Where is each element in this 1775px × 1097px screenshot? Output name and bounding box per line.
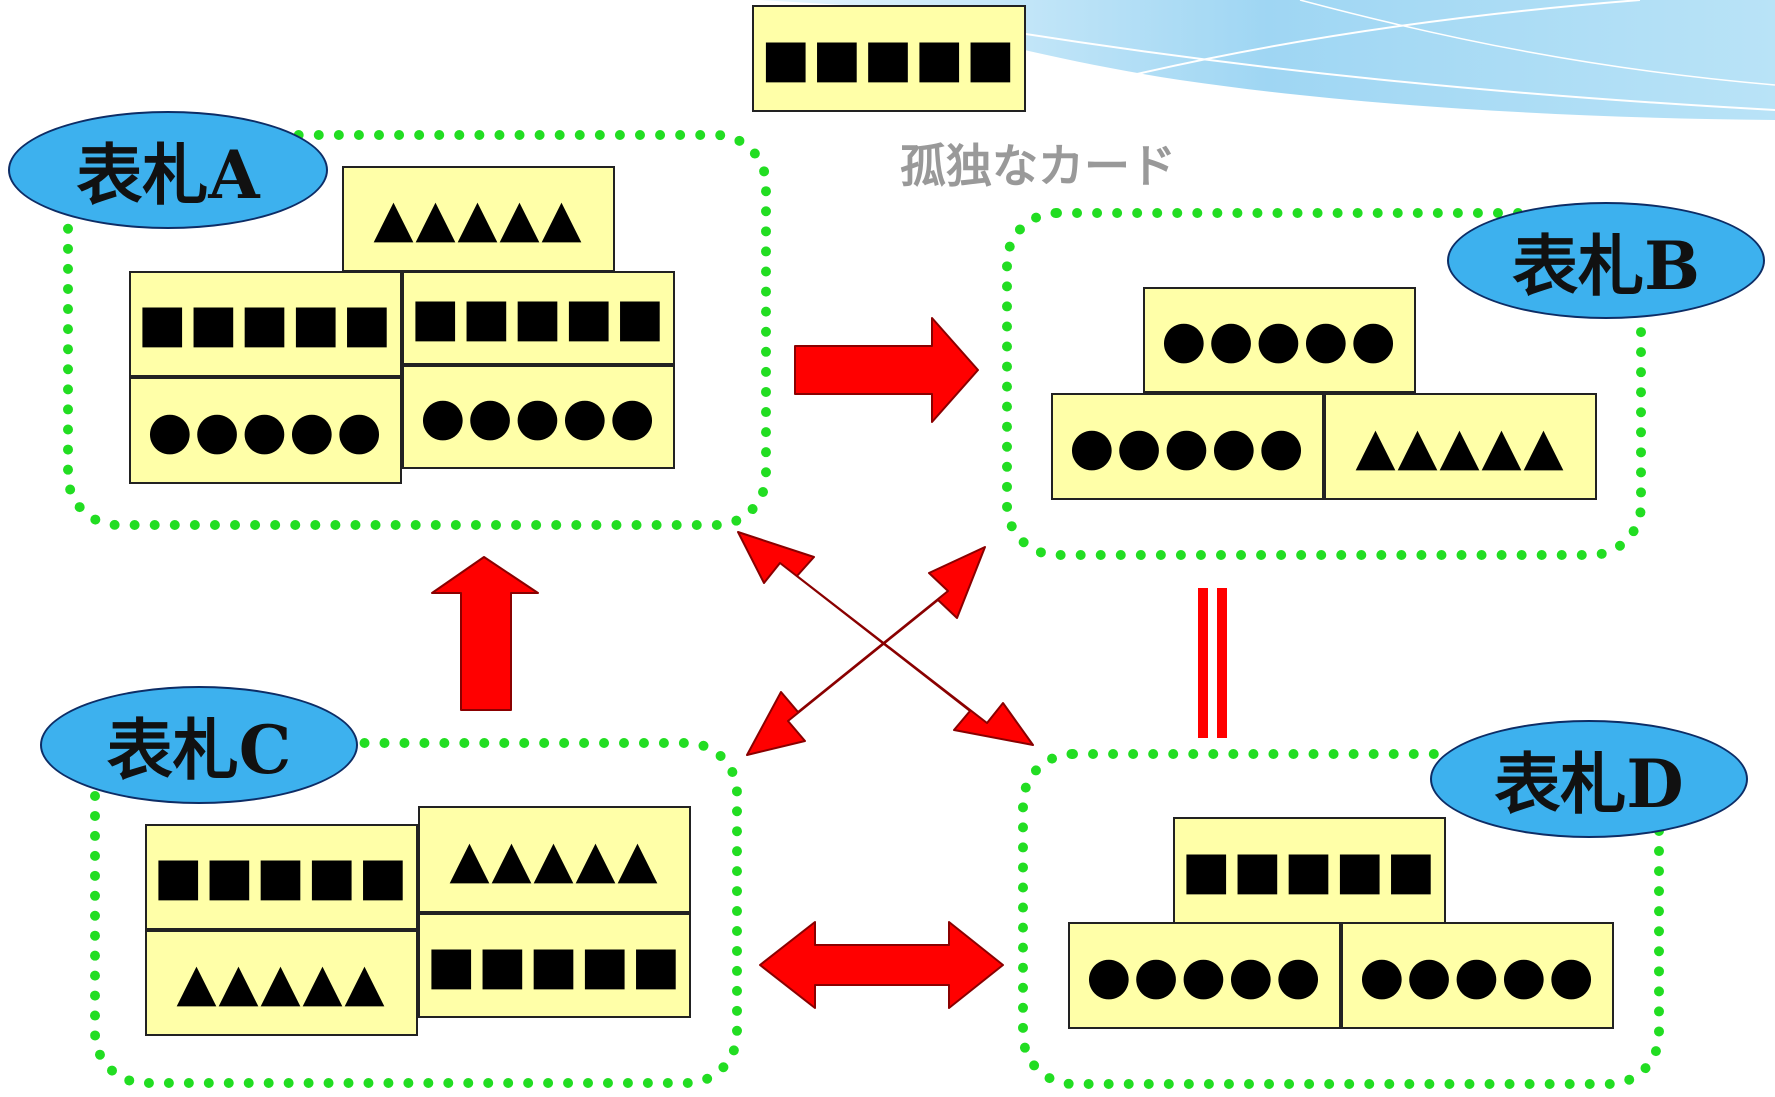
group-c-card-triangles-left: ▲▲▲▲▲ bbox=[145, 930, 418, 1036]
group-a-card-triangles: ▲▲▲▲▲ bbox=[342, 166, 615, 272]
group-c-card-squares-right: ■■■■■ bbox=[418, 913, 691, 1018]
group-a-card-circles-right: ●●●●● bbox=[402, 365, 675, 469]
lonely-card-caption: 孤独なカード bbox=[900, 139, 1176, 193]
group-c-card-squares-left: ■■■■■ bbox=[145, 824, 418, 930]
group-b-label: 表札B bbox=[1447, 202, 1765, 319]
equals-b-d-bar-left bbox=[1198, 588, 1208, 738]
group-d-label: 表札D bbox=[1430, 720, 1748, 838]
group-d-border bbox=[1018, 749, 1664, 1089]
group-c-card-triangles-right: ▲▲▲▲▲ bbox=[418, 806, 691, 913]
group-a-card-circles-left: ●●●●● bbox=[129, 377, 402, 484]
group-d-card-circles-right: ●●●●● bbox=[1341, 922, 1614, 1029]
group-a-border bbox=[63, 130, 771, 530]
double-arrow-c-to-d bbox=[759, 921, 1004, 1009]
group-d-card-circles-left: ●●●●● bbox=[1068, 922, 1341, 1029]
double-arrow-a-to-d bbox=[737, 531, 1034, 746]
group-a-label: 表札A bbox=[8, 111, 328, 229]
arrow-a-to-b bbox=[794, 317, 979, 423]
arrow-c-to-a bbox=[431, 556, 539, 711]
group-c-label: 表札C bbox=[40, 686, 358, 804]
group-c-border bbox=[90, 738, 742, 1088]
group-b-card-circles-bottom: ●●●●● bbox=[1051, 393, 1324, 500]
lonely-card: ■■■■■ bbox=[752, 5, 1026, 112]
group-a-card-squares-left: ■■■■■ bbox=[129, 271, 402, 377]
double-arrow-b-to-c bbox=[746, 546, 986, 756]
group-b-border bbox=[1002, 208, 1646, 560]
equals-b-d-bar-right bbox=[1217, 588, 1227, 738]
group-b-card-circles-top: ●●●●● bbox=[1143, 287, 1416, 393]
group-b-card-triangles: ▲▲▲▲▲ bbox=[1324, 393, 1597, 500]
group-a-card-squares-right: ■■■■■ bbox=[402, 271, 675, 365]
